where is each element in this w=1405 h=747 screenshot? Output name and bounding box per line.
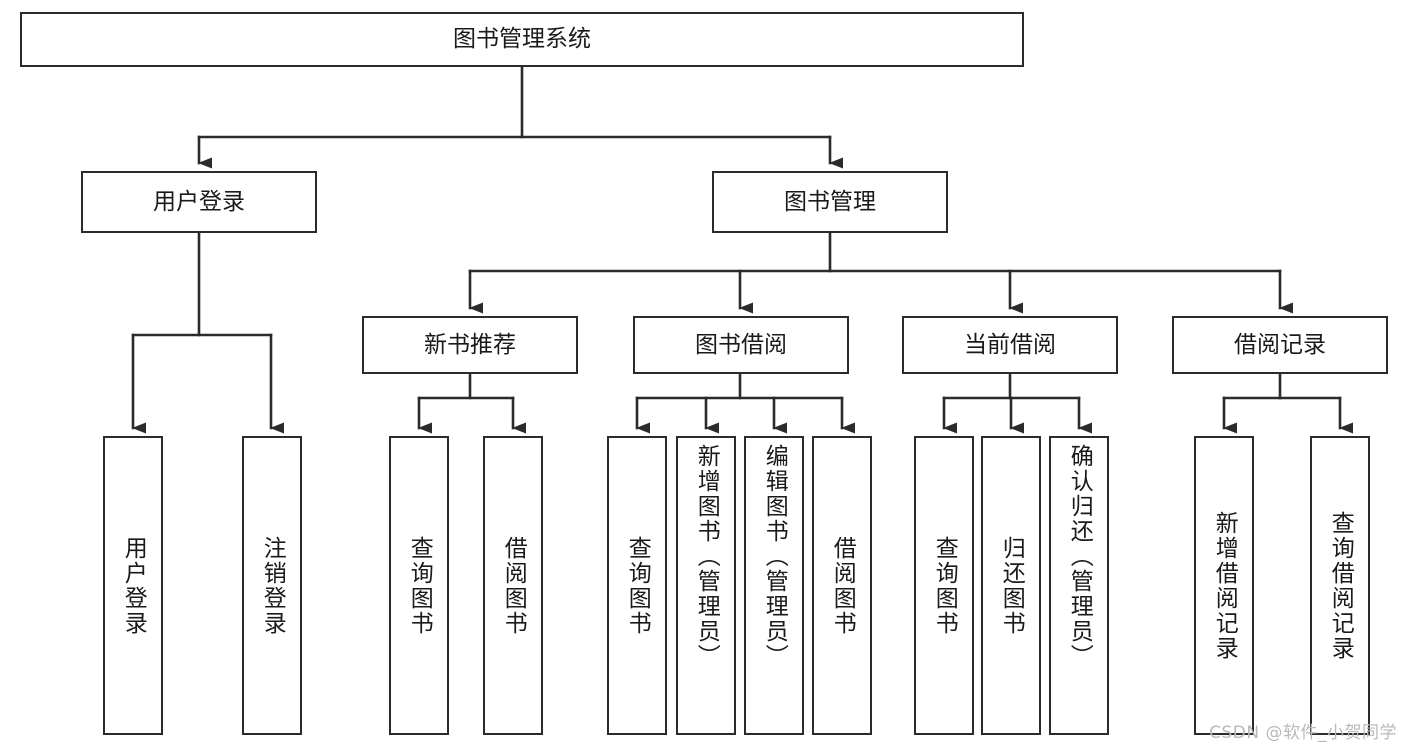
node-label: 图书管理 <box>784 188 876 215</box>
node-user-login[interactable]: 用户登录 <box>81 171 317 233</box>
leaf-current-borrow-confirm[interactable]: 确认归还（管理员） <box>1049 436 1109 735</box>
node-label: 用户登录 <box>120 535 147 636</box>
node-label: 查询图书 <box>624 535 651 636</box>
node-label: 查询借阅记录 <box>1327 510 1354 661</box>
node-label: 借阅图书 <box>829 535 856 636</box>
node-root-system[interactable]: 图书管理系统 <box>20 12 1024 67</box>
node-label: 新增借阅记录 <box>1211 510 1238 661</box>
node-label: 图书管理系统 <box>453 26 591 53</box>
node-label: 注销登录 <box>259 535 286 636</box>
node-current-borrow[interactable]: 当前借阅 <box>902 316 1118 374</box>
leaf-book-borrow-query[interactable]: 查询图书 <box>607 436 667 735</box>
watermark: CSDN @软件_小贺同学 <box>1209 723 1397 743</box>
node-label: 归还图书 <box>998 535 1025 636</box>
leaf-book-borrow-borrow[interactable]: 借阅图书 <box>812 436 872 735</box>
node-label: 用户登录 <box>153 188 245 215</box>
node-label: 新增图书（管理员） <box>693 444 720 669</box>
node-label: 新书推荐 <box>424 331 516 358</box>
node-label: 借阅图书 <box>500 535 527 636</box>
node-label: 查询图书 <box>406 535 433 636</box>
node-label: 借阅记录 <box>1234 331 1326 358</box>
node-label: 编辑图书（管理员） <box>761 444 788 669</box>
leaf-current-borrow-query[interactable]: 查询图书 <box>914 436 974 735</box>
node-label: 确认归还（管理员） <box>1066 444 1093 669</box>
node-new-book-recommend[interactable]: 新书推荐 <box>362 316 578 374</box>
leaf-book-borrow-add[interactable]: 新增图书（管理员） <box>676 436 736 735</box>
node-label: 图书借阅 <box>695 331 787 358</box>
node-book-management[interactable]: 图书管理 <box>712 171 948 233</box>
leaf-new-book-query[interactable]: 查询图书 <box>389 436 449 735</box>
node-book-borrow[interactable]: 图书借阅 <box>633 316 849 374</box>
leaf-user-login-login[interactable]: 用户登录 <box>103 436 163 735</box>
leaf-borrow-record-add[interactable]: 新增借阅记录 <box>1194 436 1254 735</box>
node-borrow-record[interactable]: 借阅记录 <box>1172 316 1388 374</box>
node-label: 查询图书 <box>931 535 958 636</box>
leaf-new-book-borrow[interactable]: 借阅图书 <box>483 436 543 735</box>
leaf-user-login-logout[interactable]: 注销登录 <box>242 436 302 735</box>
leaf-current-borrow-return[interactable]: 归还图书 <box>981 436 1041 735</box>
leaf-borrow-record-query[interactable]: 查询借阅记录 <box>1310 436 1370 735</box>
node-label: 当前借阅 <box>964 331 1056 358</box>
leaf-book-borrow-edit[interactable]: 编辑图书（管理员） <box>744 436 804 735</box>
